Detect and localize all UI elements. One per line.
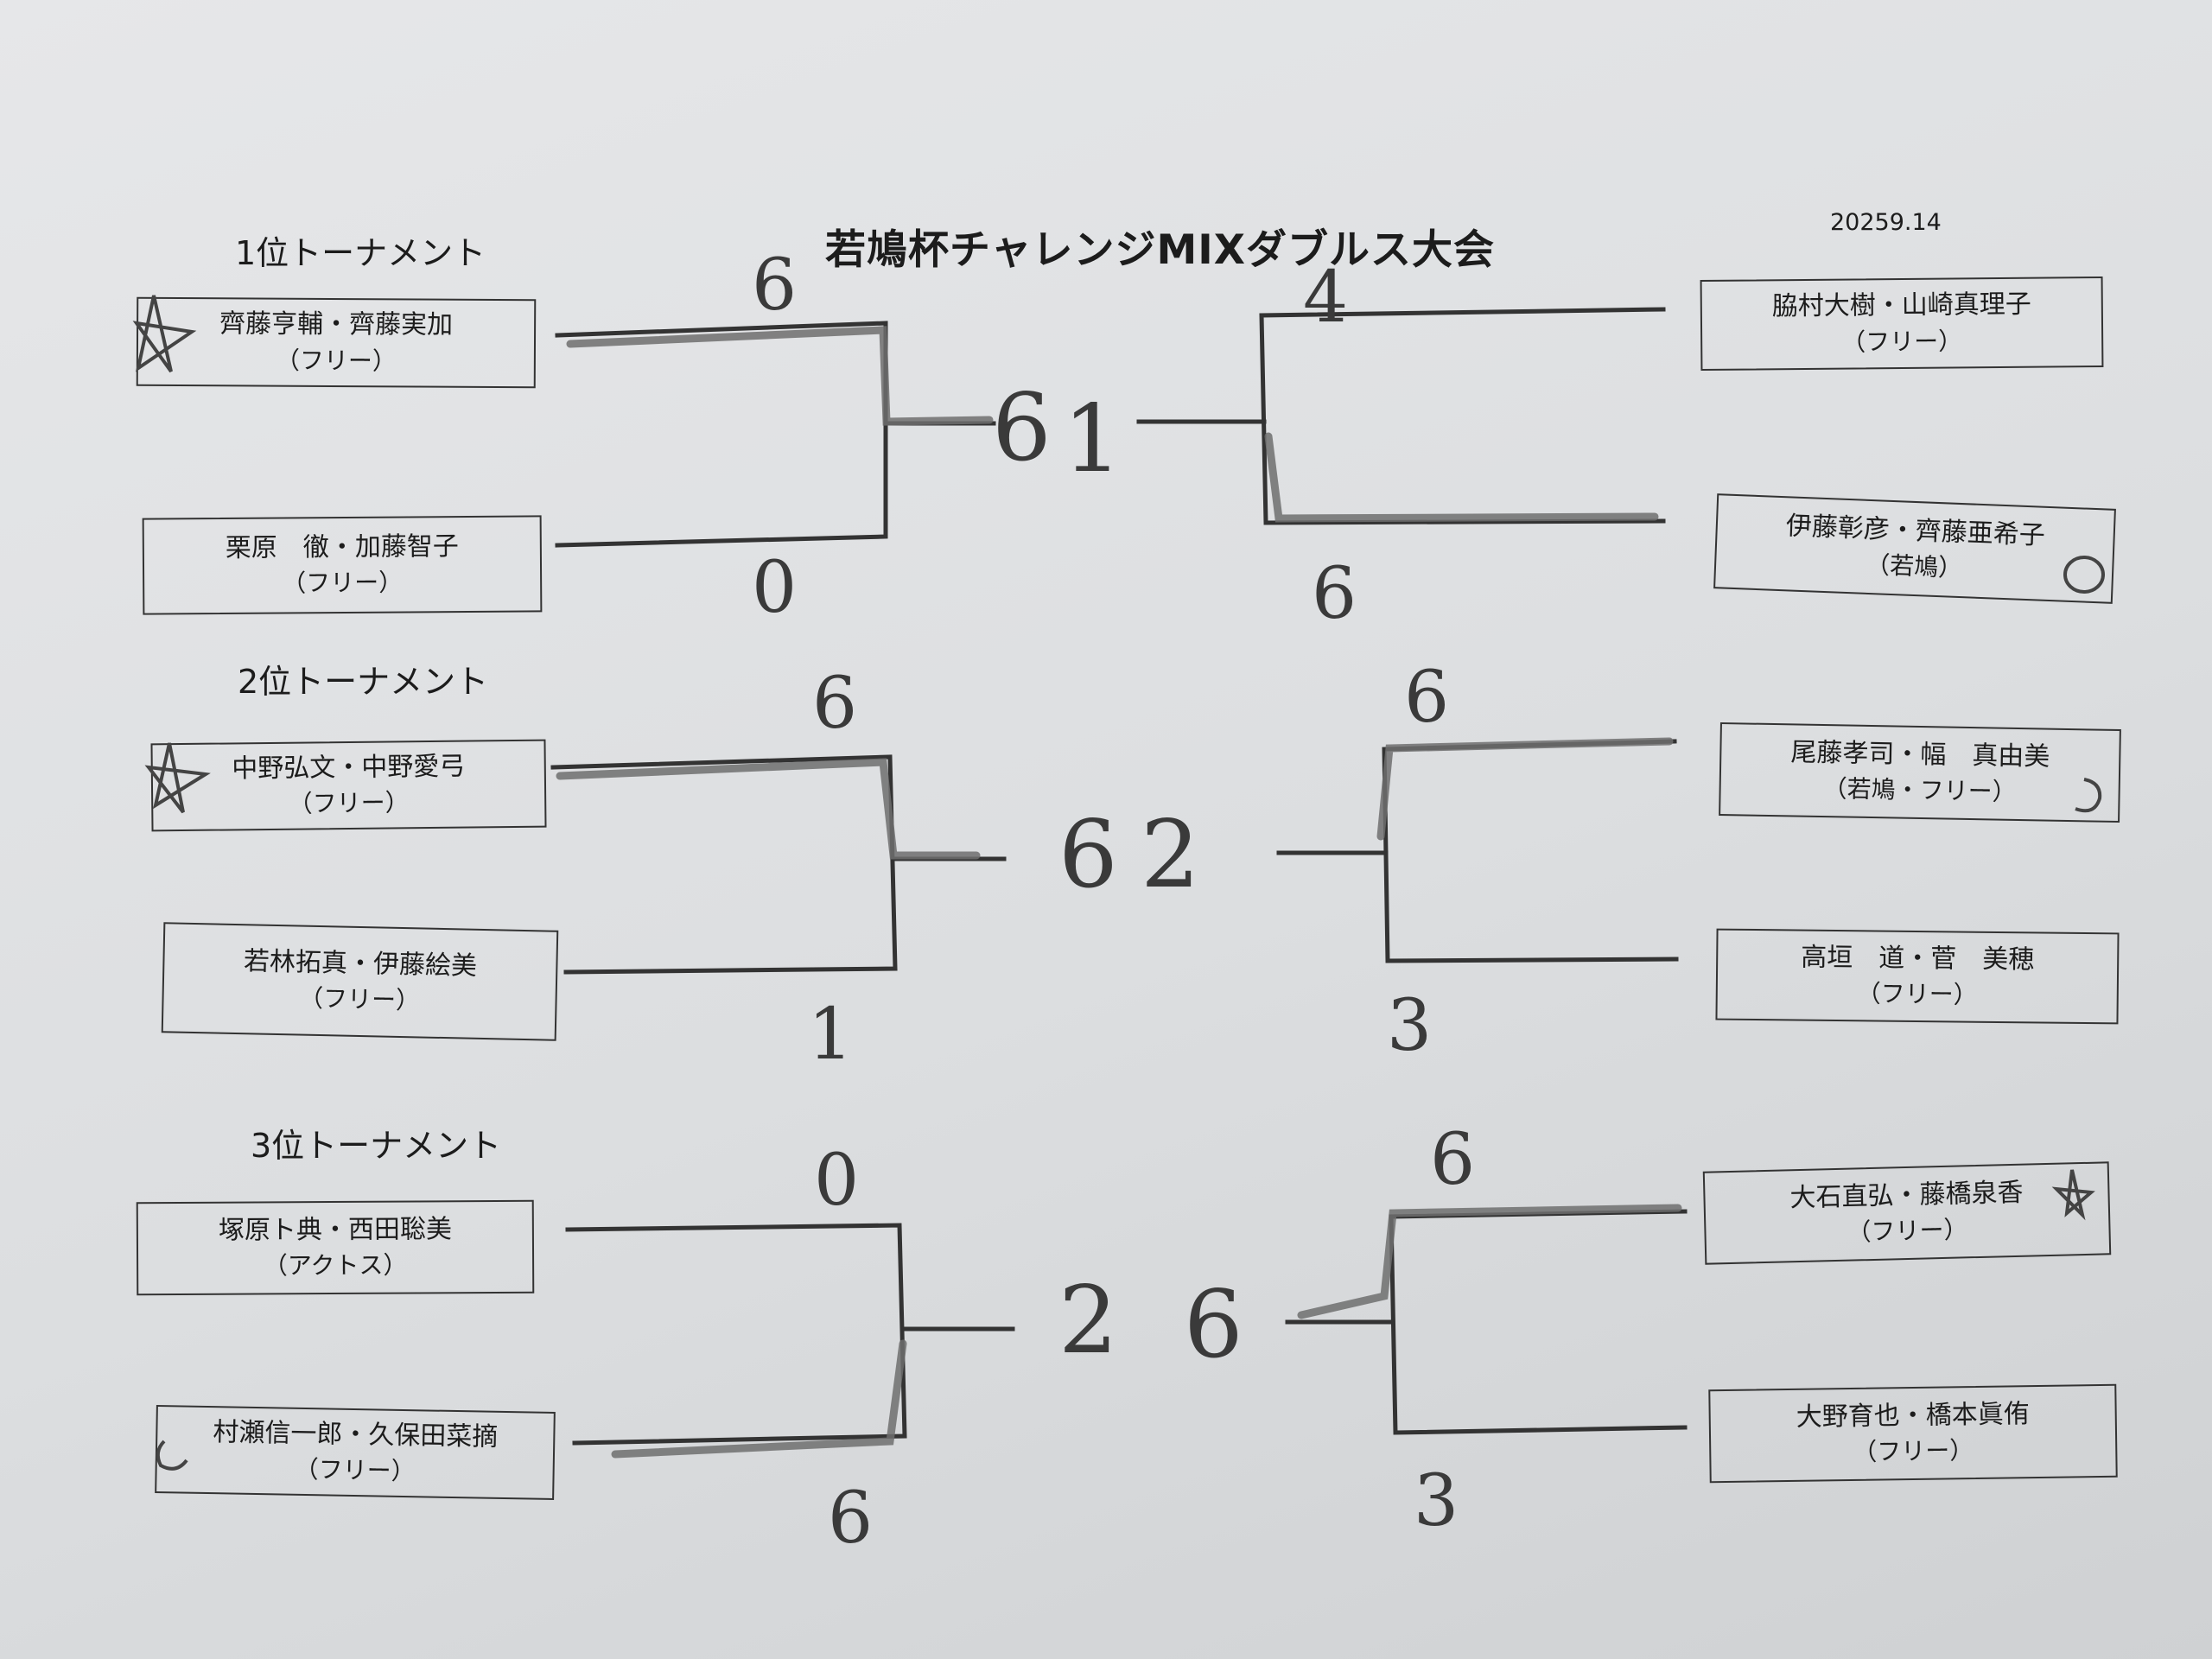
section-label-2: 2位トーナメント [238,663,489,701]
circle-icon [2075,778,2102,813]
bracket-s2-left [550,754,1007,975]
bracket-s1-left [555,321,996,548]
circle-icon [156,1440,188,1471]
winner-marker-s2-right [1376,737,1674,841]
section-label-1: 1位トーナメント [235,234,486,272]
star-icon [132,295,197,373]
score-s1-left-bottom: 0 [752,547,797,629]
winner-marker-s2-left [556,758,981,860]
score-s3-right-bottom: 3 [1414,1460,1459,1542]
final-score-s1-left: 6 [992,374,1052,482]
score-s3-left-bottom: 6 [828,1478,873,1560]
score-s2-right-top: 6 [1404,657,1449,739]
score-s2-left-top: 6 [812,663,857,745]
final-score-s2-right: 2 [1141,801,1200,909]
event-date: 20259.14 [1830,209,1942,236]
final-score-s3-left: 2 [1058,1267,1118,1375]
score-s1-left-top: 6 [752,245,797,327]
circle-icon [2063,556,2105,594]
final-score-s1-right: 1 [1063,385,1122,493]
score-s3-left-top: 0 [814,1140,859,1222]
page-title: 若鳩杯チャレンジMIXダブルス大会 [825,226,1496,274]
winner-marker-s3-right [1297,1204,1682,1319]
winner-marker-s1-left [566,326,994,426]
star-icon [2051,1169,2095,1221]
score-s3-right-top: 6 [1430,1119,1475,1201]
score-s1-right-top: 4 [1303,257,1348,339]
bracket-s3-right [1285,1209,1688,1435]
score-s2-left-bottom: 1 [808,994,853,1076]
bracket-s1-right [1136,307,1666,525]
winner-marker-s1-right [1264,432,1659,523]
section-label-3: 3位トーナメント [251,1127,502,1165]
score-s2-right-bottom: 3 [1387,985,1432,1067]
final-score-s3-right: 6 [1184,1271,1243,1379]
final-score-s2-left: 6 [1058,801,1118,909]
star-icon [144,742,211,814]
score-s1-right-bottom: 6 [1312,553,1357,635]
bracket-s3-left [565,1223,1015,1446]
bracket-s2-right [1276,739,1679,963]
winner-marker-s3-left [611,1339,907,1459]
